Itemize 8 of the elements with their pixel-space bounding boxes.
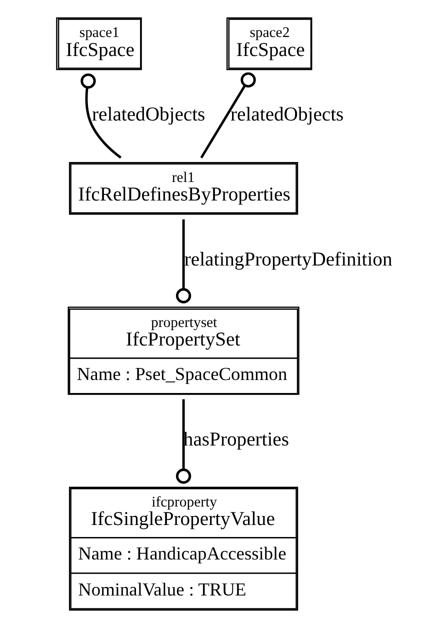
connector bbox=[175, 399, 191, 484]
edge-label: relatingPropertyDefinition bbox=[184, 249, 392, 270]
connector bbox=[80, 73, 122, 159]
connector bbox=[175, 219, 191, 304]
edge-label: relatedObjects bbox=[230, 104, 344, 126]
edge-label: relatedObjects bbox=[92, 104, 205, 126]
edge-label: hasProperties bbox=[182, 429, 289, 450]
connector bbox=[200, 72, 256, 158]
